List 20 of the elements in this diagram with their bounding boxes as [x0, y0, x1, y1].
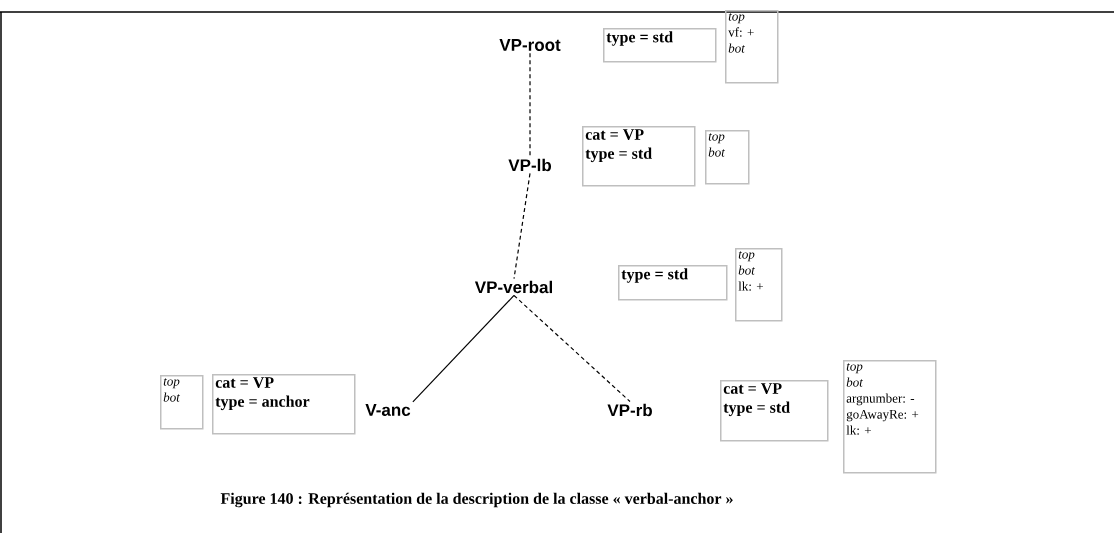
- top-bot-box: top vf: + bot: [725, 10, 779, 84]
- figure-caption: Figure 140 : Représentation de la description de la classe « verbal-anchor »: [220, 492, 733, 508]
- tree-line: [513, 294, 631, 403]
- tree-line: [529, 52, 531, 158]
- tree-line: [513, 172, 531, 280]
- top-bot-box: top bot lk: +: [735, 248, 783, 322]
- feature-box: cat = VP type = anchor: [212, 374, 356, 435]
- top-bot-box: top bot argnumber: - goAwayRe: + lk: +: [843, 360, 937, 474]
- top-bot-box: top bot: [160, 375, 204, 430]
- feature-box: type = std: [618, 265, 728, 301]
- tree-node-label: VP-root: [499, 39, 561, 51]
- tree-node-label: VP-rb: [607, 403, 652, 417]
- tree-node-label: VP-lb: [508, 158, 552, 172]
- feature-box: cat = VP type = std: [720, 380, 829, 442]
- tree-node-label: V-anc: [365, 404, 411, 416]
- top-bot-box: top bot: [705, 130, 750, 185]
- feature-box: type = std: [603, 28, 717, 63]
- feature-box: cat = VP type = std: [582, 126, 696, 187]
- tree-node-label: VP-verbal: [474, 280, 552, 294]
- tree-line: [412, 294, 515, 403]
